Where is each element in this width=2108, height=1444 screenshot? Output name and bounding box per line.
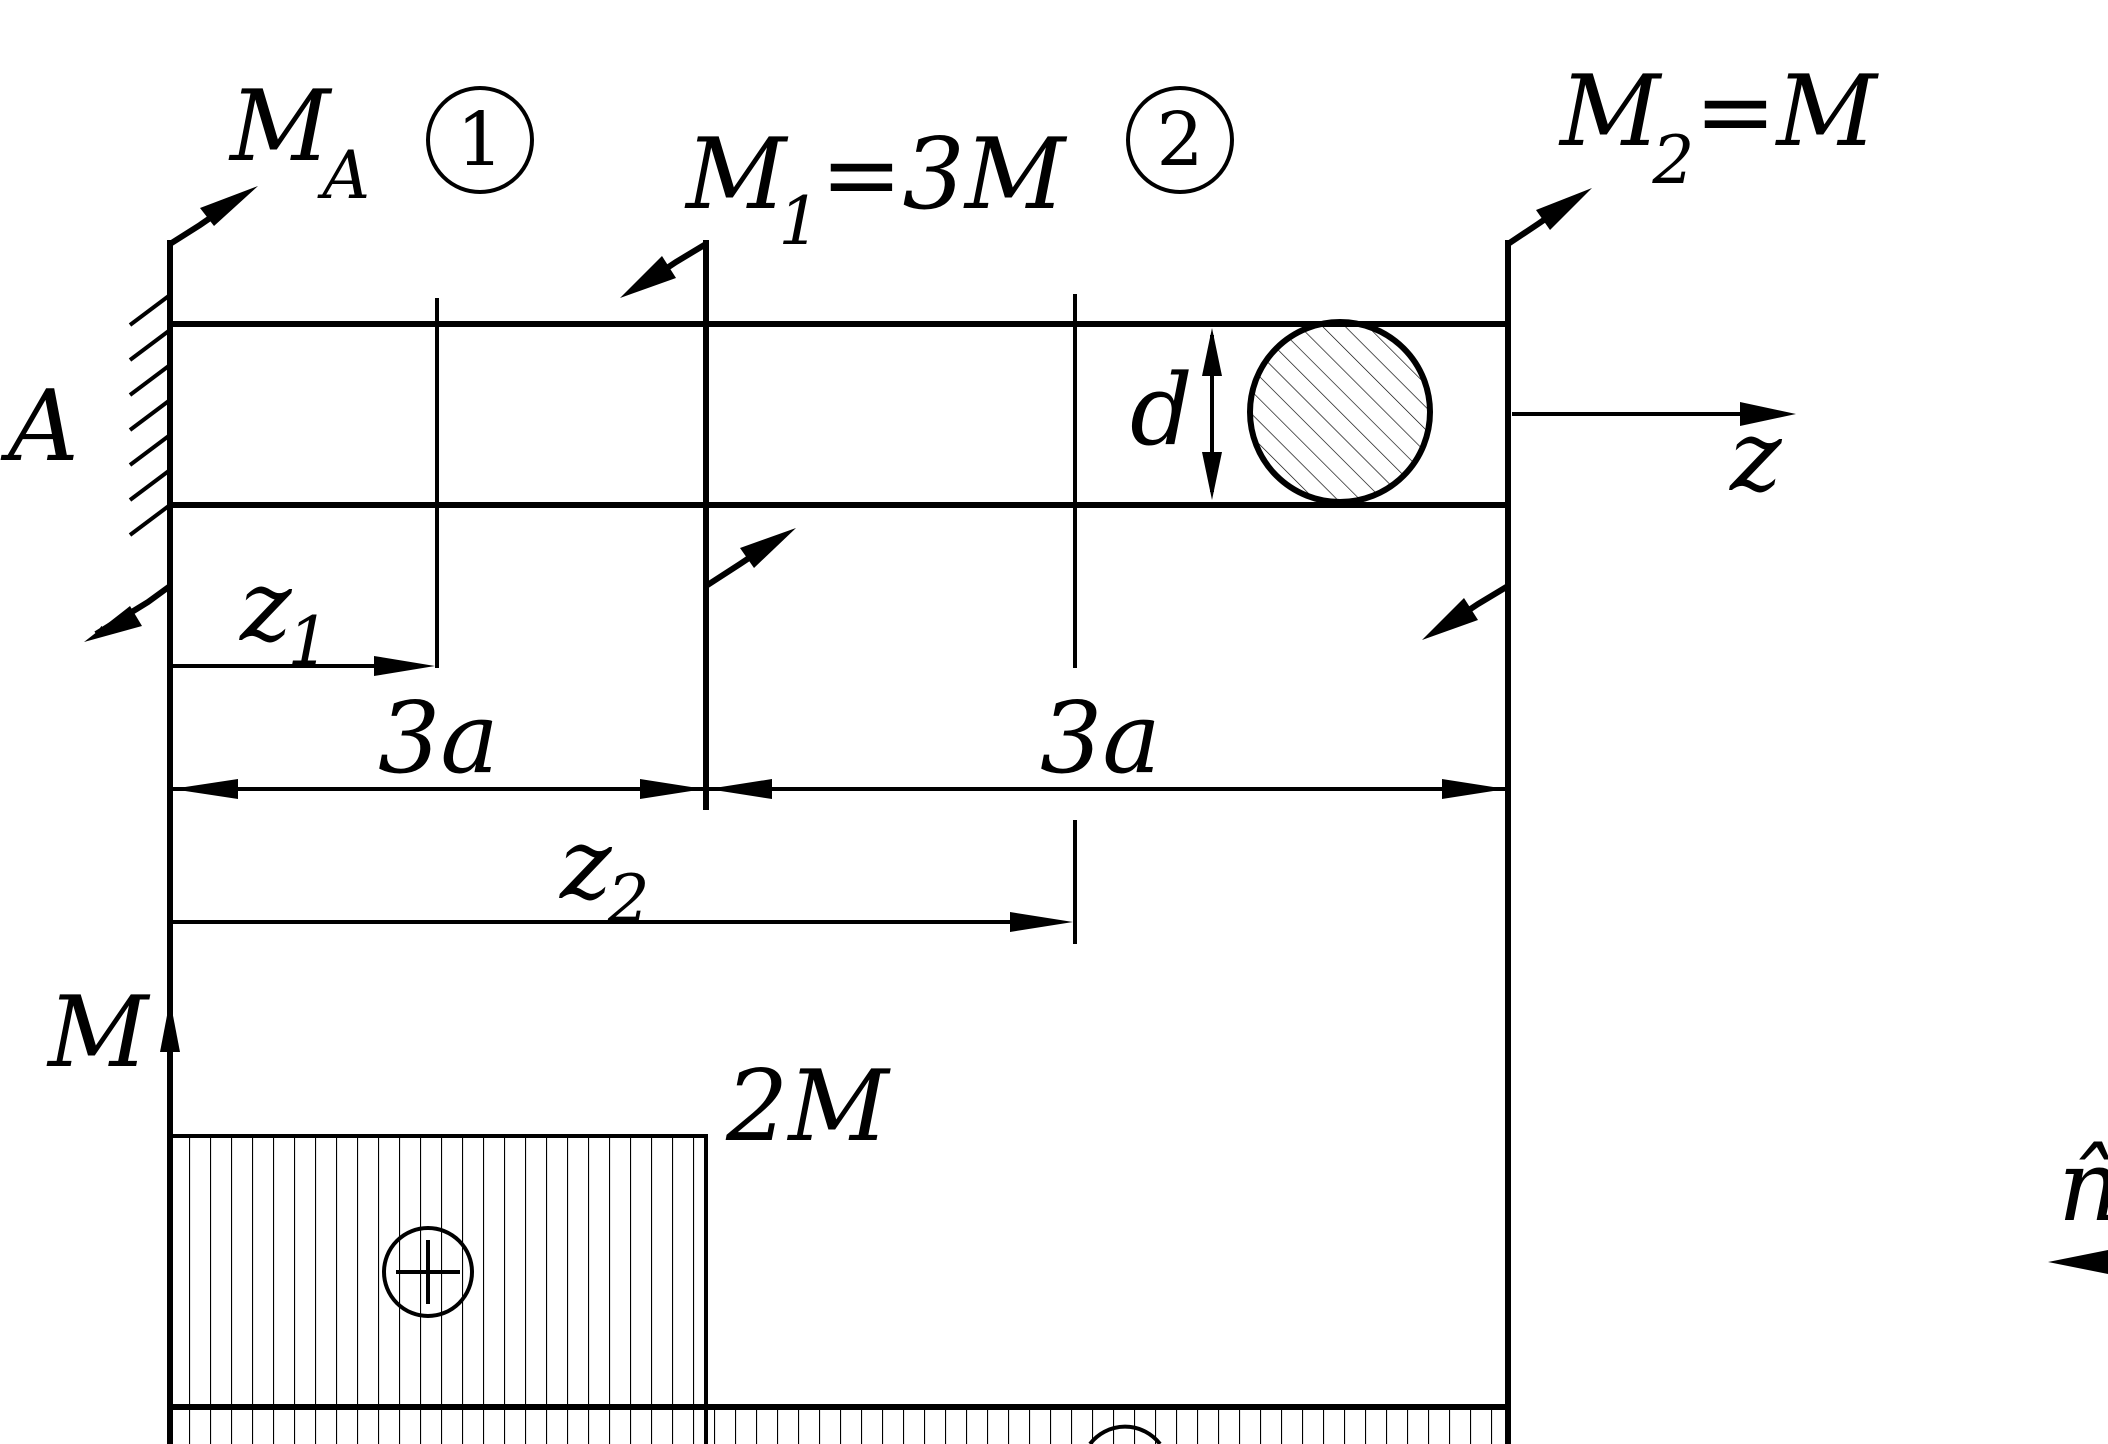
diameter-label: d (1130, 354, 1193, 468)
segment-2-marker: 2 (1126, 86, 1234, 194)
shaft (170, 321, 1508, 508)
length-3a-dimension (708, 779, 1506, 799)
corner-arrow (2048, 1250, 2108, 1274)
fixed-support-a (128, 293, 172, 537)
moment-2-label: M2=M (1558, 55, 1879, 199)
z1-coordinate-arrow (170, 656, 435, 676)
moment-1-arrow (620, 240, 796, 810)
moment-2-sub: 2 (1651, 122, 1694, 199)
corner-glyph: n̂ (2058, 1130, 2108, 1244)
z-axis-arrow (1512, 402, 1796, 426)
z1-sub: 1 (288, 603, 330, 680)
moment-1-sub: 1 (778, 183, 820, 260)
segment-2-label: 2 (1156, 97, 1203, 183)
z2-label: z2 (559, 808, 650, 938)
moment-a-main: M (228, 70, 333, 184)
diagram-axis-label: M (46, 976, 151, 1090)
segment-1-marker: 1 (426, 86, 534, 194)
moment-2-main: M (1558, 55, 1663, 169)
z1-main: z (239, 550, 293, 664)
moment-1-label: M1=3M (684, 118, 1068, 260)
plus-sign-marker (382, 1226, 474, 1318)
length-2a-label: 3a (378, 682, 499, 796)
segment-1-label: 1 (456, 97, 503, 183)
diagram-value-label: 2M (725, 1050, 891, 1164)
moment-2-arrow (1422, 188, 1592, 1444)
z2-main: z (559, 808, 613, 922)
moment-1-main: M (684, 118, 789, 232)
moment-2-value: =M (1694, 55, 1879, 169)
cross-section (1247, 319, 1433, 505)
moment-a-label: MA (228, 70, 370, 214)
diameter-dimension (1202, 328, 1222, 500)
z1-label: z1 (239, 550, 330, 680)
moment-diagram-positive-region (170, 1134, 708, 1444)
length-3a-label: 3a (1040, 682, 1161, 796)
moment-a-sub: A (316, 137, 370, 214)
z2-coordinate-arrow (170, 912, 1073, 932)
moment-1-value: =3M (820, 118, 1067, 232)
moment-diagram-axis-arrow (160, 1000, 180, 1052)
axis-z-label: z (1729, 400, 1783, 514)
length-2a-dimension (172, 779, 704, 799)
moment-a-arrow (84, 186, 258, 642)
support-label: A (0, 370, 79, 484)
z2-sub: 2 (607, 861, 650, 938)
moment-diagram-negative-region (706, 1410, 1508, 1444)
